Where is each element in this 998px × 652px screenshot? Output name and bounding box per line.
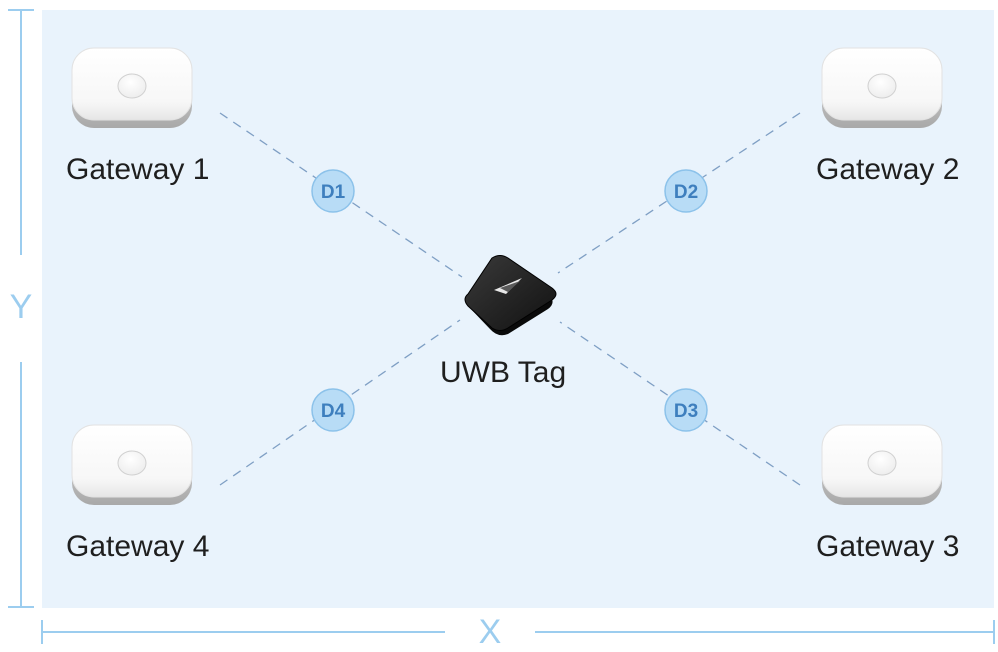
gateway-3-label: Gateway 3 xyxy=(816,530,960,563)
x-axis-dimension xyxy=(41,620,995,644)
y-axis-label: Y xyxy=(4,287,38,327)
distance-badge-d2: D2 xyxy=(664,169,708,213)
uwb-tag-label: UWB Tag xyxy=(440,356,567,389)
distance-label-d1: D1 xyxy=(321,182,346,203)
gateway-3-device-icon xyxy=(821,424,943,506)
gateway-1-device-icon xyxy=(71,47,193,129)
x-axis-label: X xyxy=(470,612,510,652)
distance-label-d3: D3 xyxy=(674,401,698,422)
gateway-4-label: Gateway 4 xyxy=(66,530,210,563)
distance-label-d2: D2 xyxy=(674,182,698,203)
distance-label-d4: D4 xyxy=(321,401,346,422)
distance-badge-d1: D1 xyxy=(311,169,355,213)
gateway-1-label: Gateway 1 xyxy=(66,153,210,186)
uwb-tag-device-icon xyxy=(464,255,557,336)
gateway-4-device-icon xyxy=(71,424,193,506)
y-axis-dimension xyxy=(8,9,34,608)
gateway-2-label: Gateway 2 xyxy=(816,153,960,186)
gateway-2-device-icon xyxy=(821,47,943,129)
distance-badge-d3: D3 xyxy=(664,388,708,432)
distance-badge-d4: D4 xyxy=(311,388,355,432)
